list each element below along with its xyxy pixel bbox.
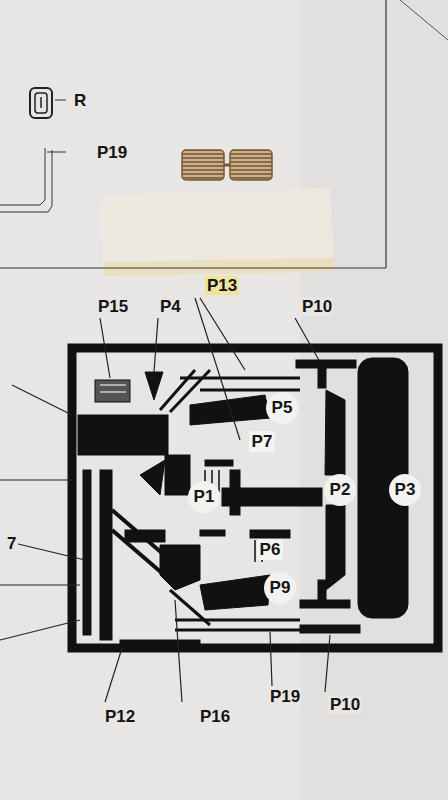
part-label: P12 bbox=[103, 707, 137, 726]
part-number: P5 bbox=[272, 399, 293, 416]
part-label: P13 bbox=[205, 276, 239, 295]
part-label: 7 bbox=[5, 534, 18, 553]
part-number: P7 bbox=[252, 433, 273, 450]
part-label: P19 bbox=[95, 143, 129, 162]
part-label: P10 bbox=[328, 695, 362, 714]
part-number: P2 bbox=[330, 481, 351, 498]
part-label: P16 bbox=[198, 707, 232, 726]
part-number: P9 bbox=[270, 579, 291, 596]
callout-box: P6 bbox=[257, 539, 284, 560]
part-label: P4 bbox=[158, 297, 183, 316]
callout-box: P7 bbox=[249, 431, 276, 452]
part-label: P10 bbox=[300, 297, 334, 316]
part-label: R bbox=[72, 91, 88, 110]
part-number: P1 bbox=[194, 488, 215, 505]
part-number: P3 bbox=[395, 481, 416, 498]
part-label: P15 bbox=[96, 297, 130, 316]
part-number: P6 bbox=[260, 541, 281, 558]
part-label: P19 bbox=[268, 687, 302, 706]
